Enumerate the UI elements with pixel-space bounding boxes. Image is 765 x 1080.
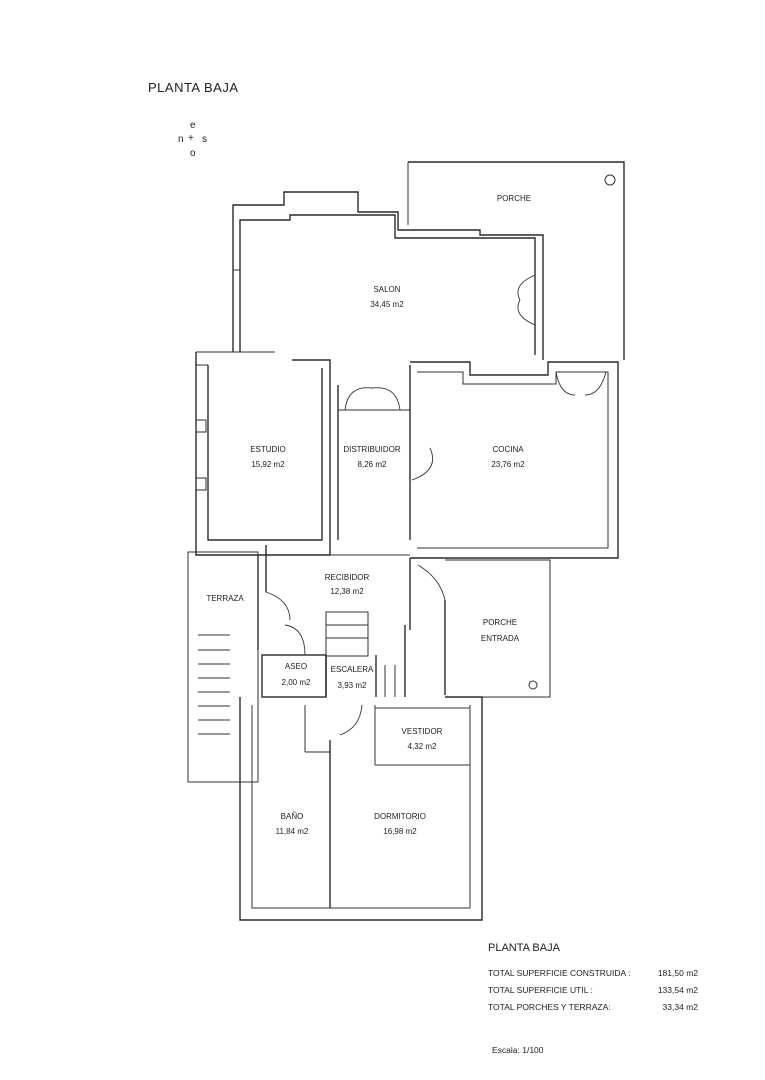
compass-west: o bbox=[190, 148, 196, 159]
summary-title: PLANTA BAJA bbox=[488, 942, 560, 954]
distribuidor-walls bbox=[337, 365, 411, 540]
distribuidor-area: 8,26 m2 bbox=[358, 460, 387, 469]
aseo-door-arc bbox=[284, 624, 306, 656]
cocina-window-arc-2 bbox=[584, 371, 607, 396]
summary-value: 133,54 m2 bbox=[657, 985, 698, 995]
summary-label: TOTAL SUPERFICIE CONSTRUIDA : bbox=[488, 968, 631, 978]
porche-outline bbox=[407, 161, 625, 360]
porche-entrada-label: PORCHE bbox=[483, 618, 517, 627]
compass: e n + s o bbox=[178, 120, 214, 164]
escalera-area: 3,93 m2 bbox=[338, 681, 367, 690]
cocina-window-arc-1 bbox=[555, 371, 576, 396]
salon-area: 34,45 m2 bbox=[370, 300, 404, 309]
porche-entrada-outline bbox=[445, 559, 551, 698]
salon-label: SALON bbox=[373, 285, 400, 294]
compass-north: n bbox=[178, 134, 184, 145]
recibidor-door-arc bbox=[417, 564, 446, 601]
summary-label: TOTAL PORCHES Y TERRAZA: bbox=[488, 1002, 611, 1012]
summary-row: TOTAL SUPERFICIE UTIL : 133,54 m2 bbox=[488, 985, 698, 995]
porche-entrada-label-2: ENTRADA bbox=[481, 634, 520, 643]
summary-row: TOTAL SUPERFICIE CONSTRUIDA : 181,50 m2 bbox=[488, 968, 698, 978]
summary-label: TOTAL SUPERFICIE UTIL : bbox=[488, 985, 593, 995]
page-title: PLANTA BAJA bbox=[148, 80, 239, 95]
bano-label: BAÑO bbox=[281, 812, 304, 821]
column-icon bbox=[604, 174, 616, 186]
estudio-label: ESTUDIO bbox=[250, 445, 286, 454]
summary-value: 181,50 m2 bbox=[657, 968, 698, 978]
scale-label: Escala: 1/100 bbox=[492, 1045, 544, 1055]
summary-row: TOTAL PORCHES Y TERRAZA: 33,34 m2 bbox=[488, 1002, 698, 1012]
recibidor-area: 12,38 m2 bbox=[330, 587, 364, 596]
compass-south: s bbox=[202, 134, 207, 145]
dormitorio-area: 16,98 m2 bbox=[383, 827, 417, 836]
column-icon bbox=[528, 680, 538, 690]
distribuidor-label: DISTRIBUIDOR bbox=[343, 445, 401, 454]
aseo-escalera-walls bbox=[261, 611, 406, 698]
distribuidor-door-arc-1 bbox=[344, 387, 373, 411]
distribuidor-door-arc-2 bbox=[371, 387, 401, 411]
escalera-label: ESCALERA bbox=[331, 665, 374, 674]
salon-door-arc-1 bbox=[517, 274, 536, 301]
cocina-walls bbox=[410, 361, 619, 559]
bedroom-block-walls bbox=[239, 696, 483, 921]
vestidor-label: VESTIDOR bbox=[402, 727, 443, 736]
cocina-area: 23,76 m2 bbox=[491, 460, 525, 469]
aseo-area: 2,00 m2 bbox=[282, 678, 311, 687]
terraza-label: TERRAZA bbox=[206, 594, 244, 603]
dormitorio-label: DORMITORIO bbox=[374, 812, 426, 821]
summary-value: 33,34 m2 bbox=[662, 1002, 698, 1012]
cocina-label: COCINA bbox=[492, 445, 524, 454]
aseo-label: ASEO bbox=[285, 662, 307, 671]
cocina-door-arc bbox=[411, 447, 434, 481]
salon-door-arc-2 bbox=[517, 299, 536, 326]
porche-label: PORCHE bbox=[497, 194, 531, 203]
vestidor-door-arc bbox=[339, 704, 363, 736]
compass-cross-icon: + bbox=[188, 133, 194, 144]
surface-summary: PLANTA BAJA TOTAL SUPERFICIE CONSTRUIDA … bbox=[488, 942, 698, 1019]
vestidor-area: 4,32 m2 bbox=[408, 742, 437, 751]
terraza-door-arc bbox=[265, 591, 291, 621]
compass-east: e bbox=[190, 120, 196, 131]
bano-area: 11,84 m2 bbox=[276, 827, 309, 836]
salon-walls bbox=[232, 191, 544, 360]
terraza-walls bbox=[187, 551, 259, 783]
estudio-area: 15,92 m2 bbox=[251, 460, 285, 469]
recibidor-label: RECIBIDOR bbox=[325, 573, 370, 582]
